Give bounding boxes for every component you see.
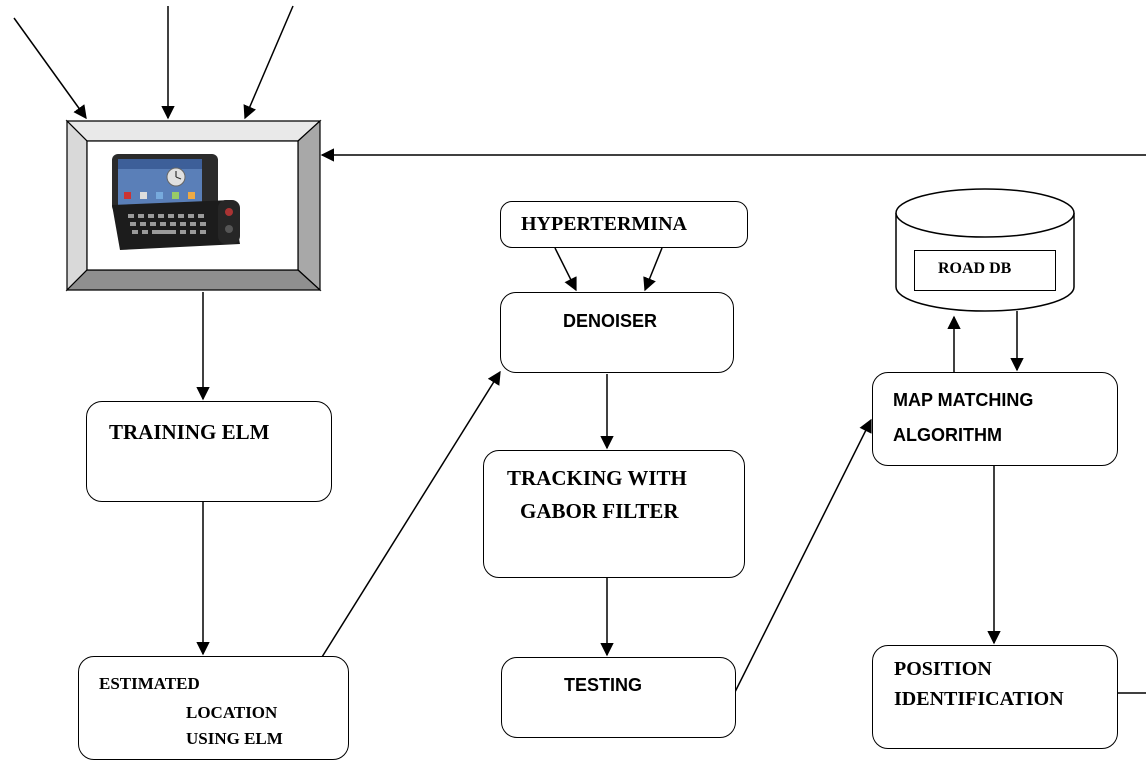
tracking-label-line2: GABOR FILTER bbox=[520, 499, 679, 523]
tracking-label-line1: TRACKING WITH bbox=[507, 466, 687, 490]
testing-to-mapmatching-arrow bbox=[734, 418, 872, 693]
estimated-label-line2: LOCATION bbox=[186, 703, 278, 722]
training-elm-label: TRAINING ELM bbox=[109, 420, 270, 444]
road-db-label: ROAD DB bbox=[938, 260, 1012, 277]
hyperterminal-to-denoiser-arrow-2 bbox=[643, 247, 663, 292]
training-elm-box: TRAINING ELM bbox=[86, 401, 332, 502]
input-arrow-left bbox=[13, 17, 87, 120]
hyperterminal-label: HYPERTERMINA bbox=[521, 213, 687, 235]
testing-box: TESTING bbox=[501, 657, 736, 738]
mobile-phone-image bbox=[112, 154, 240, 250]
testing-label: TESTING bbox=[564, 675, 643, 695]
denoiser-label: DENOISER bbox=[563, 311, 658, 331]
input-arrow-right bbox=[243, 5, 294, 120]
position-label-line1: POSITION bbox=[894, 658, 992, 680]
map-matching-label-line2: ALGORITHM bbox=[893, 425, 1002, 445]
hyperterminal-box: HYPERTERMINA bbox=[500, 201, 748, 248]
hyperterminal-to-denoiser-arrow-1 bbox=[554, 247, 577, 292]
estimated-label-line3: USING ELM bbox=[186, 729, 283, 748]
estimated-location-box: ESTIMATED LOCATION USING ELM bbox=[78, 656, 349, 760]
position-label-line2: IDENTIFICATION bbox=[894, 688, 1064, 710]
map-matching-box: MAP MATCHING ALGORITHM bbox=[872, 372, 1118, 466]
estimated-to-denoiser-arrow bbox=[321, 370, 501, 658]
estimated-label-line1: ESTIMATED bbox=[99, 674, 200, 693]
road-db-label-box: ROAD DB bbox=[914, 250, 1056, 291]
denoiser-box: DENOISER bbox=[500, 292, 734, 373]
position-identification-box: POSITION IDENTIFICATION bbox=[872, 645, 1118, 749]
map-matching-label-line1: MAP MATCHING bbox=[893, 390, 1034, 410]
tracking-box: TRACKING WITH GABOR FILTER bbox=[483, 450, 745, 578]
